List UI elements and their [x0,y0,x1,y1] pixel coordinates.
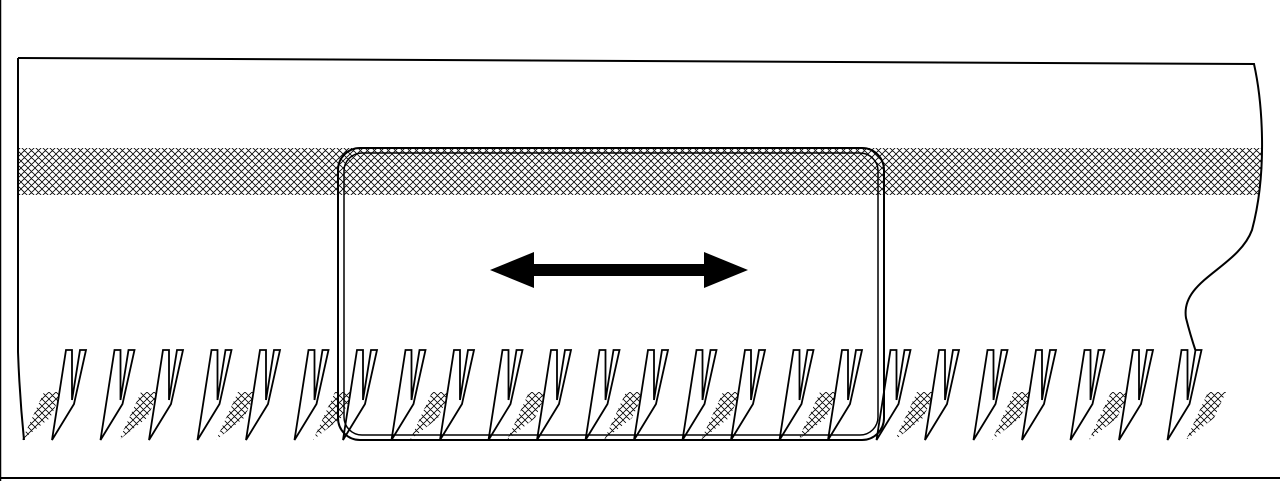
tooth [342,349,379,441]
tooth [148,349,185,441]
tooth-gap-hatch [216,392,256,440]
tooth-gap-hatch [1186,392,1226,440]
tooth-gap-hatch [22,392,62,440]
tooth [536,349,573,441]
tooth [390,349,427,441]
tooth [51,349,88,441]
strip-left-edge [17,58,25,441]
tooth [1069,349,1106,441]
tooth-gap-hatch [895,392,935,440]
tooth [245,349,282,441]
tooth-gap-hatch [1089,392,1129,440]
tooth [1166,349,1203,441]
tooth [487,349,524,441]
tooth [99,349,136,441]
toothed-strip-outline [17,57,1264,353]
bidirectional-arrow-icon [490,252,748,288]
tooth [439,349,476,441]
tooth [778,349,815,441]
tooth-gap-hatch [410,392,450,440]
tooth [293,349,330,441]
tooth-gap-hatch [992,392,1032,440]
tooth [827,349,864,441]
tooth [196,349,233,441]
tooth [972,349,1009,441]
tooth-gap-hatch [604,392,644,440]
tooth [633,349,670,441]
teeth-row [51,349,1203,441]
tooth-gap-hatch [119,392,159,440]
tooth [584,349,621,441]
slider-window-inner [343,152,879,436]
crosshatch-band [18,148,1263,195]
tooth [681,349,718,441]
tooth-gap-hatching [22,392,1226,440]
tooth [1118,349,1155,441]
tooth-gap-hatch [701,392,741,440]
tooth-gap-hatch [507,392,547,440]
tooth-gap-hatch [798,392,838,440]
tooth [924,349,961,441]
tooth-gap-hatch [313,392,353,440]
tooth [730,349,767,441]
tooth [1021,349,1058,441]
slider-window-outer [337,147,885,441]
